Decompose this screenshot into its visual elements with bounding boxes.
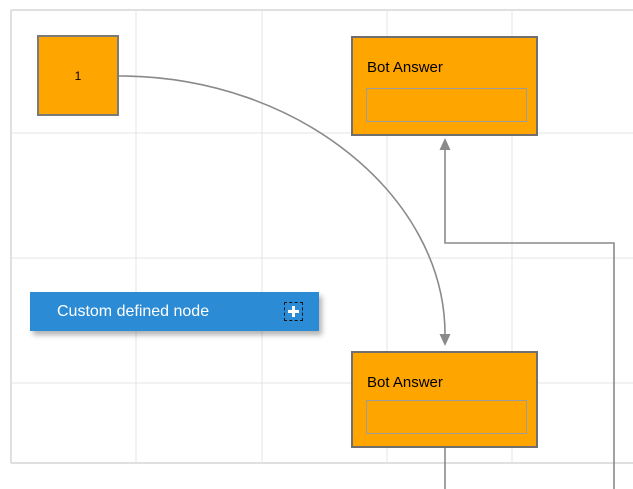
node-start[interactable]: 1: [37, 35, 119, 116]
node-custom-label: Custom defined node: [57, 302, 210, 320]
arrowhead-up-icon: [439, 138, 451, 150]
answer-input[interactable]: [366, 88, 527, 122]
connector-curve[interactable]: [118, 75, 446, 335]
node-title: Bot Answer: [367, 374, 443, 391]
node-start-label: 1: [74, 68, 82, 83]
arrowhead-down-icon: [439, 334, 451, 346]
add-button[interactable]: [284, 302, 303, 321]
node-title: Bot Answer: [367, 59, 443, 76]
connector-orthogonal[interactable]: [444, 150, 615, 489]
node-bot-answer-bottom[interactable]: Bot Answer: [351, 351, 538, 448]
node-bot-answer-top[interactable]: Bot Answer: [351, 36, 538, 136]
node-custom-defined[interactable]: Custom defined node: [30, 292, 319, 331]
plus-icon: [285, 303, 302, 320]
answer-input[interactable]: [366, 400, 527, 434]
